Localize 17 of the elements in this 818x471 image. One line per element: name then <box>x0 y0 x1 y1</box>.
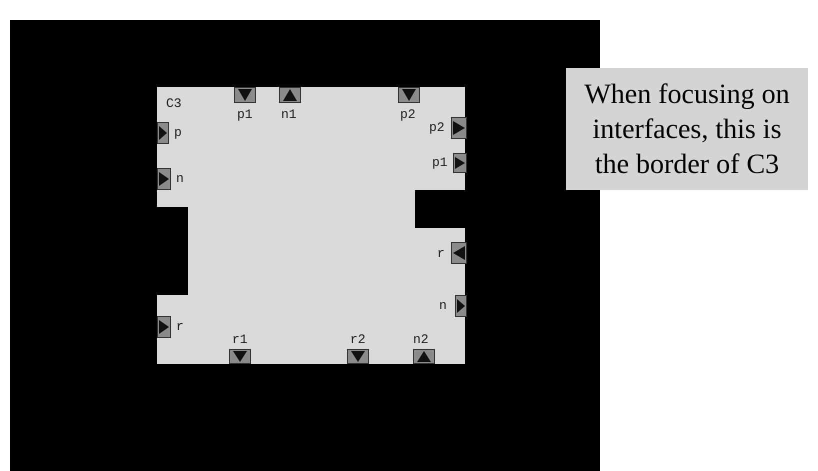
port-label: n1 <box>281 107 297 122</box>
note-text: When focusing on interfaces, this is the border of C3 <box>583 78 791 182</box>
port-label: p1 <box>237 107 253 122</box>
port-label: r <box>437 246 445 261</box>
port-label: p2 <box>429 120 445 135</box>
component-box <box>157 87 465 364</box>
component-name: C3 <box>166 96 182 111</box>
port-label: r <box>176 319 184 334</box>
note-box <box>566 68 808 190</box>
port-label: n2 <box>413 332 429 347</box>
port-label: r1 <box>232 332 248 347</box>
port-label: p1 <box>432 155 448 170</box>
port-label: r2 <box>350 332 366 347</box>
port-label: p2 <box>400 107 416 122</box>
port-label: n <box>176 171 184 186</box>
port-label: n <box>439 298 447 313</box>
port-label: p <box>174 125 182 140</box>
